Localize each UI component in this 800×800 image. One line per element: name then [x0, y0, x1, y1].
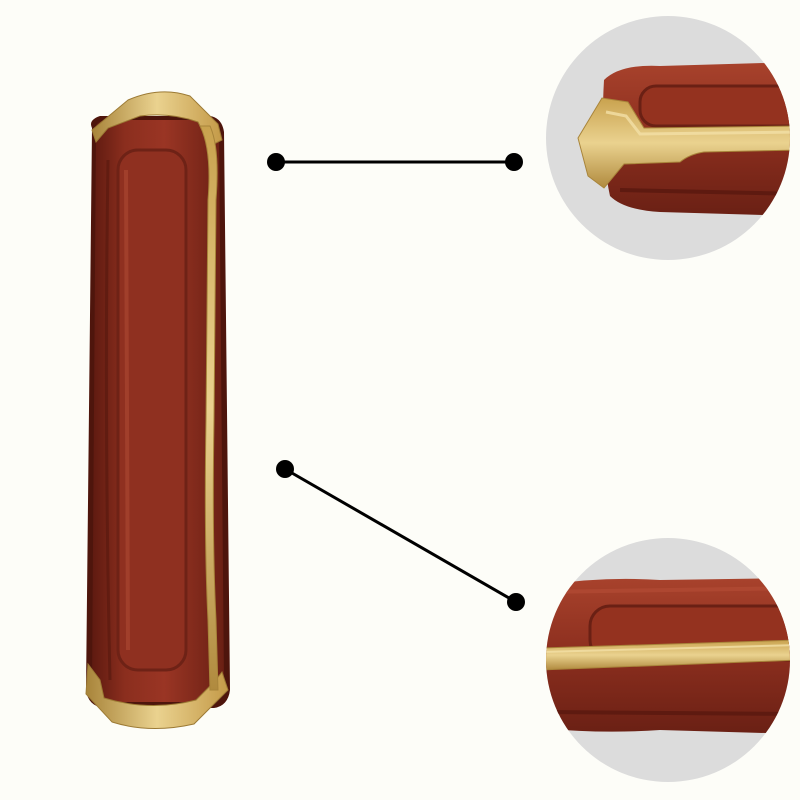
callout-lines [267, 153, 525, 611]
full-fuse-view [85, 91, 230, 729]
zoom-middle-body [546, 538, 790, 782]
zoom-top-gold-highlight [605, 110, 790, 136]
zoom-top-raised-panel [638, 84, 790, 128]
fuse-body-highlight [124, 169, 130, 651]
zoom-bottom-top-edge [546, 586, 790, 594]
zoom-top-gold-cap [577, 97, 790, 189]
zoom-top-lower-ridge [619, 188, 790, 196]
fuse-bottom-end-cap [85, 662, 229, 729]
callout-dot-bottom-right [507, 593, 525, 611]
callout-dot-top-right [505, 153, 523, 171]
fuse-gold-strip [199, 125, 219, 691]
callout-dot-bottom-left [276, 460, 294, 478]
callout-line-bottom [284, 467, 517, 604]
fuse-body-raised-panel [116, 148, 188, 672]
fuse-top-end-cap [91, 91, 223, 147]
callout-dot-top-left [267, 153, 285, 171]
zoom-bottom-lower-ridge [546, 710, 790, 716]
fuse-body-groove [104, 159, 112, 681]
zoom-end-cap [546, 16, 790, 260]
zoom-bottom-gold-highlight [546, 644, 790, 653]
